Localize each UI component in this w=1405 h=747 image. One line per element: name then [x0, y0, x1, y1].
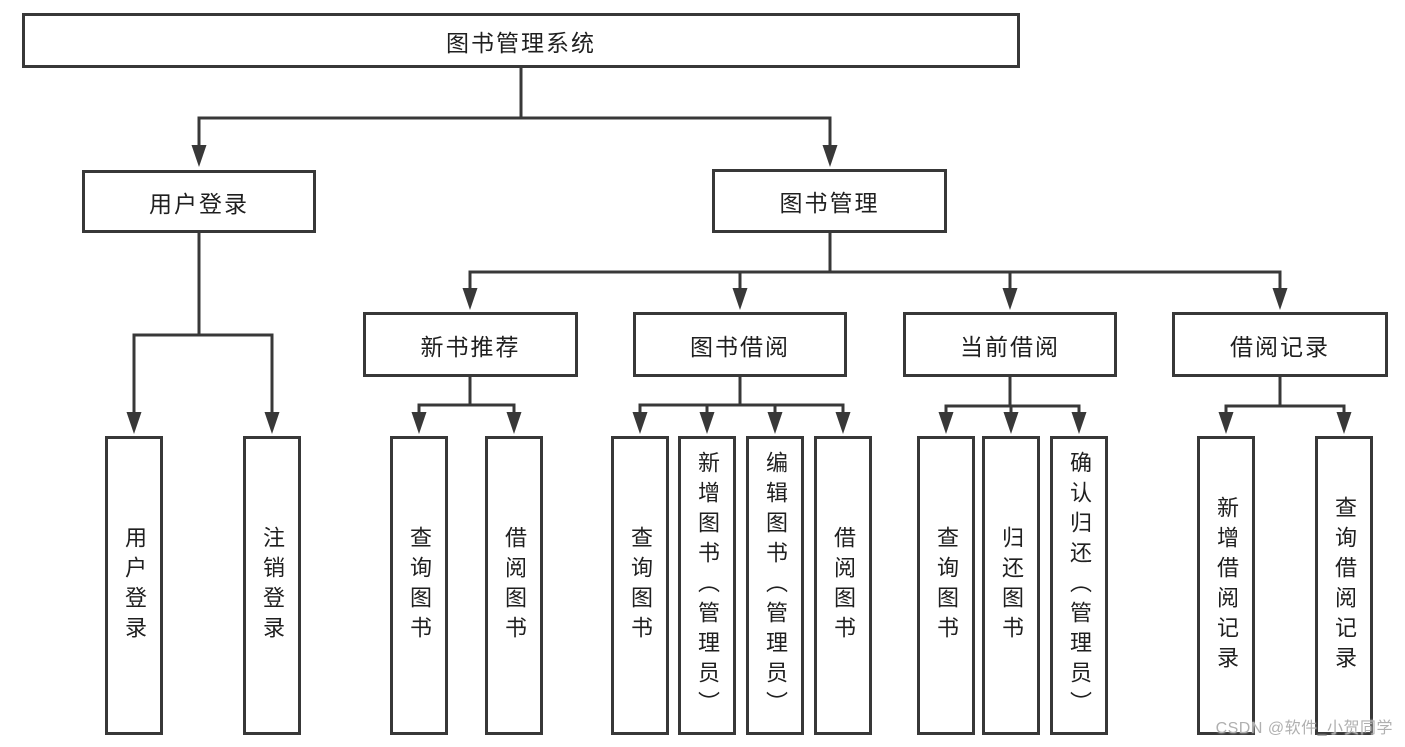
leaf-return-book: 归还图书: [982, 436, 1040, 735]
leaf-query-books-current-label: 查询图书: [934, 525, 959, 646]
node-borrow-records: 借阅记录: [1172, 312, 1388, 377]
leaf-confirm-return-admin-label: 确认归还（管理员）: [1067, 450, 1092, 721]
node-borrow-records-label: 借阅记录: [1230, 333, 1330, 360]
leaf-user-login-label: 用户登录: [122, 525, 147, 646]
leaf-query-books-borrow-label: 查询图书: [628, 525, 653, 646]
node-root: 图书管理系统: [22, 13, 1020, 68]
leaf-query-books-recommend: 查询图书: [390, 436, 448, 735]
leaf-query-books-recommend-label: 查询图书: [407, 525, 432, 646]
leaf-add-borrow-record-label: 新增借阅记录: [1214, 495, 1239, 676]
leaf-query-books-borrow: 查询图书: [611, 436, 669, 735]
leaf-return-book-label: 归还图书: [999, 525, 1024, 646]
node-book-borrow: 图书借阅: [633, 312, 847, 377]
leaf-edit-book-admin-label: 编辑图书（管理员）: [763, 450, 788, 721]
node-current-borrow: 当前借阅: [903, 312, 1117, 377]
leaf-borrow-books: 借阅图书: [814, 436, 872, 735]
leaf-add-book-admin-label: 新增图书（管理员）: [695, 450, 720, 721]
node-user-login-label: 用户登录: [149, 190, 249, 217]
leaf-add-book-admin: 新增图书（管理员）: [678, 436, 736, 735]
node-new-book-recommend: 新书推荐: [363, 312, 578, 377]
leaf-query-borrow-record-label: 查询借阅记录: [1332, 495, 1357, 676]
node-root-label: 图书管理系统: [446, 29, 596, 56]
leaf-confirm-return-admin: 确认归还（管理员）: [1050, 436, 1108, 735]
node-book-borrow-label: 图书借阅: [690, 333, 790, 360]
leaf-query-borrow-record: 查询借阅记录: [1315, 436, 1373, 735]
leaf-borrow-books-recommend-label: 借阅图书: [502, 525, 527, 646]
leaf-logout-label: 注销登录: [260, 525, 285, 646]
leaf-add-borrow-record: 新增借阅记录: [1197, 436, 1255, 735]
node-book-management: 图书管理: [712, 169, 947, 233]
leaf-borrow-books-label: 借阅图书: [831, 525, 856, 646]
leaf-query-books-current: 查询图书: [917, 436, 975, 735]
node-user-login: 用户登录: [82, 170, 316, 233]
node-book-management-label: 图书管理: [779, 190, 880, 216]
leaf-borrow-books-recommend: 借阅图书: [485, 436, 543, 735]
watermark: CSDN @软件_小贺同学: [1215, 720, 1393, 737]
node-new-book-recommend-label: 新书推荐: [420, 333, 521, 360]
node-current-borrow-label: 当前借阅: [960, 333, 1060, 360]
leaf-user-login: 用户登录: [105, 436, 163, 735]
leaf-edit-book-admin: 编辑图书（管理员）: [746, 436, 804, 735]
leaf-logout: 注销登录: [243, 436, 301, 735]
